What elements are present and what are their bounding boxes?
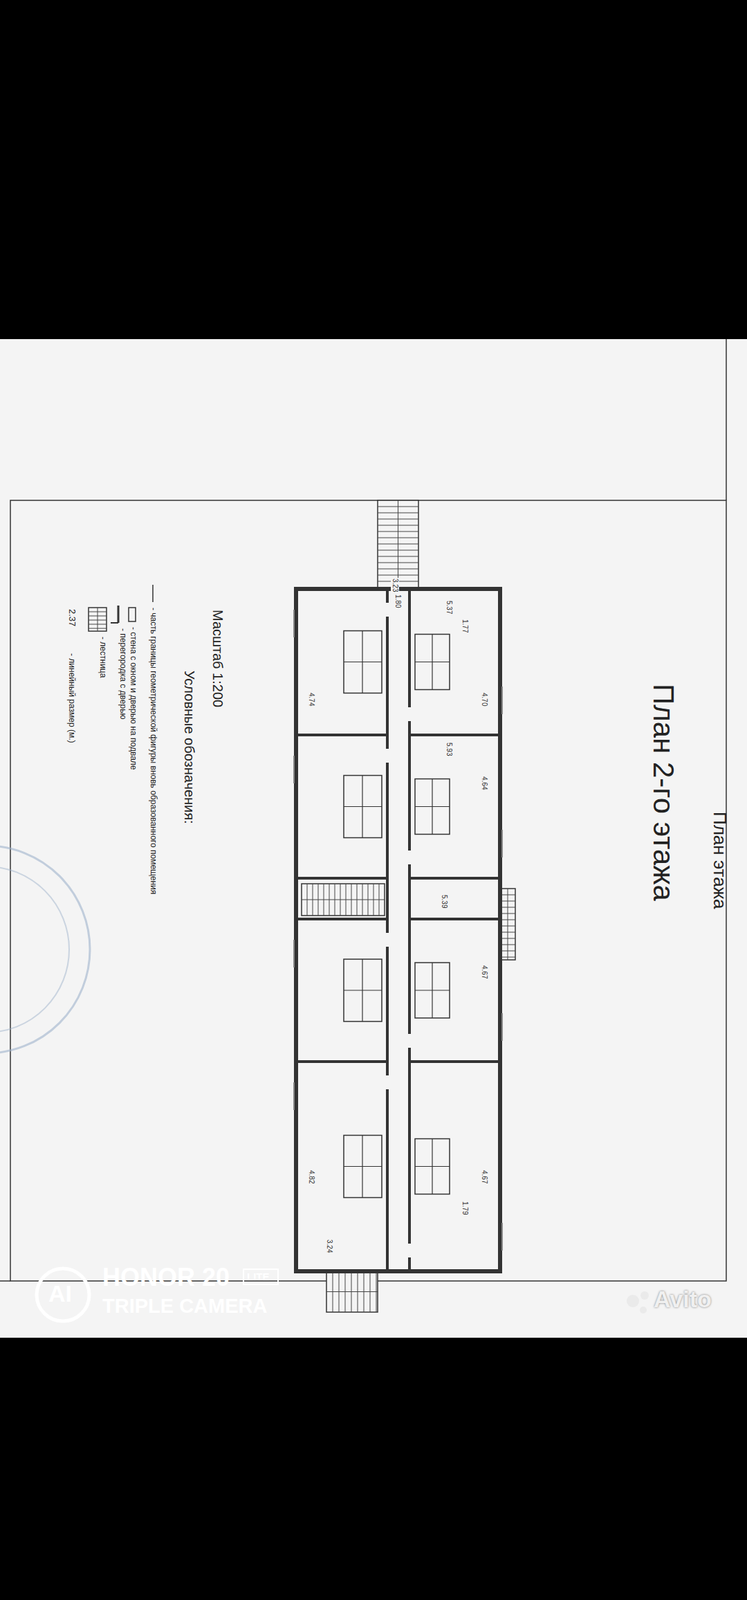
avito-logo (640, 1290, 649, 1299)
bathroom-partition (415, 1138, 450, 1194)
bathroom-partition (343, 958, 382, 1021)
dimension: 3.23 (391, 577, 400, 593)
window-mark (501, 1012, 503, 1041)
bathroom-partition (415, 634, 450, 690)
sheet-frame (0, 1279, 11, 1281)
cross-wall (296, 876, 388, 880)
window-mark (293, 1081, 295, 1110)
avito-logo (626, 1294, 640, 1307)
dimension: 4.67 (480, 964, 490, 979)
legend-text: - лестница (97, 636, 108, 678)
avito-logo (639, 1305, 647, 1313)
dimension: 4.67 (480, 1168, 490, 1184)
plan-title: План 2-го этажа (646, 683, 680, 901)
dimension: 4.82 (307, 1168, 317, 1184)
door-gap (385, 932, 390, 947)
bathroom-partition (361, 1135, 363, 1198)
stair-symbol (397, 500, 399, 589)
bathroom-partition (361, 958, 363, 1021)
cross-wall (409, 876, 501, 880)
cross-wall (296, 733, 388, 736)
scale-note: Масштаб 1:200 (209, 609, 226, 707)
bathroom-partition (343, 1135, 382, 1198)
camera-badge-text: LITE (246, 1269, 270, 1282)
bathroom-partition (415, 962, 450, 1018)
cross-wall (296, 917, 388, 920)
stair-symbol (500, 888, 516, 960)
window-mark (501, 829, 503, 857)
stair-symbol (507, 888, 509, 960)
legend-sample (110, 621, 119, 624)
avito-watermark: Avito (653, 1285, 712, 1313)
camera-watermark: HONOR 20 (102, 1262, 230, 1291)
legend-heading: Условные обозначения: (181, 670, 198, 824)
stair-symbol (326, 1290, 378, 1292)
door-gap (385, 748, 390, 763)
window-mark (293, 609, 295, 638)
bathroom-partition (343, 630, 382, 694)
cross-wall (296, 1059, 388, 1063)
stair-symbol (301, 899, 385, 900)
bathroom-partition (343, 775, 382, 838)
dimension: 5.39 (440, 893, 449, 909)
legend-sample (128, 607, 136, 622)
dimension: 1.80 (394, 593, 403, 608)
legend-text: - перегородка с дверью (117, 628, 128, 719)
camera-badge (243, 1268, 279, 1284)
legend-sample (97, 607, 99, 631)
bathroom-partition (361, 775, 363, 838)
dimension: 1.77 (461, 618, 470, 633)
dimension: 4.74 (307, 691, 317, 707)
dimension: 5.37 (445, 599, 454, 615)
cross-wall (409, 733, 501, 736)
door-gap (408, 1242, 412, 1257)
dimension: 4.64 (480, 775, 490, 790)
corridor-wall (385, 588, 389, 1271)
legend-sample-number: 2.37 (66, 608, 77, 626)
bathroom-partition (431, 634, 433, 690)
legend-sample (117, 605, 120, 623)
bathroom-partition (361, 630, 363, 694)
cross-wall (409, 1059, 501, 1063)
window-mark (293, 755, 295, 783)
legend-text: - линейный размер (м.) (66, 652, 77, 743)
stamp-circle (0, 865, 70, 1032)
door-gap (385, 602, 390, 617)
window-mark (501, 686, 503, 714)
door-gap (408, 706, 412, 721)
sheet-frame (725, 338, 727, 501)
camera-logo-text: AI (48, 1279, 72, 1307)
legend-sample (88, 607, 107, 631)
dimension: 5.93 (445, 741, 454, 756)
dimension: 1.79 (461, 1200, 470, 1215)
stair-symbol (326, 1270, 378, 1312)
window-mark (501, 1222, 503, 1250)
dimension: 3.24 (325, 1238, 335, 1253)
stair-symbol (377, 500, 419, 589)
legend-text: - часть границы геометрической фигуры вн… (148, 607, 158, 894)
bathroom-partition (415, 778, 450, 835)
window-mark (293, 939, 295, 967)
bathroom-partition (431, 778, 433, 835)
dimension: 4.70 (480, 691, 490, 707)
bathroom-partition (431, 962, 433, 1018)
door-gap (408, 850, 412, 864)
sheet-frame (10, 500, 727, 1281)
corridor-wall (408, 588, 411, 1271)
door-gap (385, 1074, 390, 1089)
stair-symbol (301, 883, 385, 916)
cross-wall (409, 917, 501, 920)
legend-text: - стена с окном и дверью на подвале (127, 626, 138, 770)
legend-sample (152, 584, 154, 602)
sheet-heading: План этажа (708, 811, 730, 909)
camera-watermark: TRIPLE CAMERA (102, 1294, 267, 1317)
camera-logo (36, 1267, 90, 1321)
outer-wall (296, 588, 501, 1271)
door-gap (408, 1033, 412, 1048)
bathroom-partition (431, 1138, 433, 1194)
stamp-circle (0, 845, 90, 1053)
